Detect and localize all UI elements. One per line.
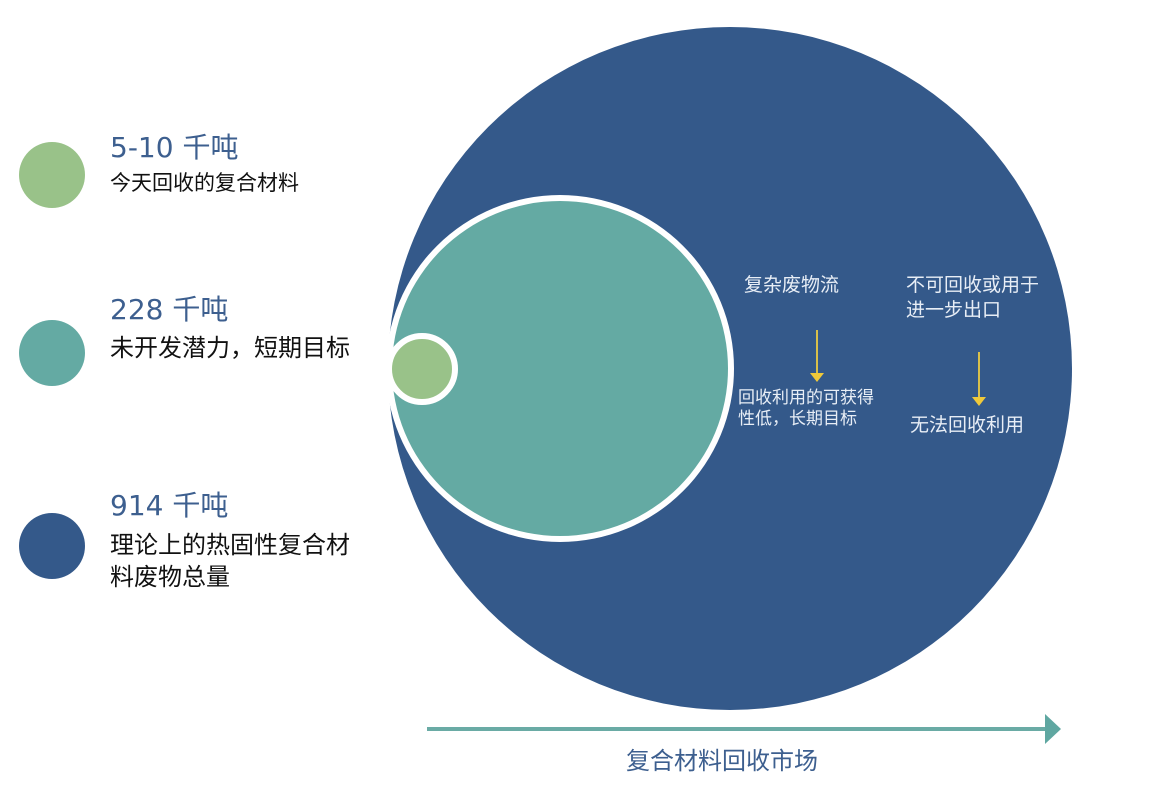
low-availability-label: 回收利用的可获得性低，长期目标 — [738, 388, 874, 429]
non-recyclable-export-label: 不可回收或用于进一步出口 — [906, 274, 1040, 321]
axis-arrowhead-icon — [1045, 714, 1061, 744]
legend-value-recycled-today: 5-10 千吨 — [110, 131, 239, 164]
axis-label: 复合材料回收市场 — [626, 747, 818, 775]
recycled-today-circle — [386, 333, 458, 405]
down-arrow-left-icon — [810, 330, 824, 382]
legend-value-total-waste: 914 千吨 — [110, 489, 229, 522]
complex-waste-stream-label: 复杂废物流 — [744, 274, 840, 296]
unrecyclable-label: 无法回收利用 — [910, 414, 1025, 436]
legend-dot-total-waste — [19, 513, 85, 579]
legend-desc-untapped-potential: 未开发潜力，短期目标 — [110, 334, 350, 362]
legend-value-untapped-potential: 228 千吨 — [110, 293, 229, 326]
down-arrow-right-icon — [972, 352, 986, 406]
legend-dot-recycled-today — [19, 142, 85, 208]
legend-desc-total-waste: 理论上的热固性复合材料废物总量 — [110, 531, 350, 591]
legend-dot-untapped-potential — [19, 320, 85, 386]
market-axis-line — [427, 727, 1049, 731]
legend-desc-recycled-today: 今天回收的复合材料 — [110, 171, 299, 195]
